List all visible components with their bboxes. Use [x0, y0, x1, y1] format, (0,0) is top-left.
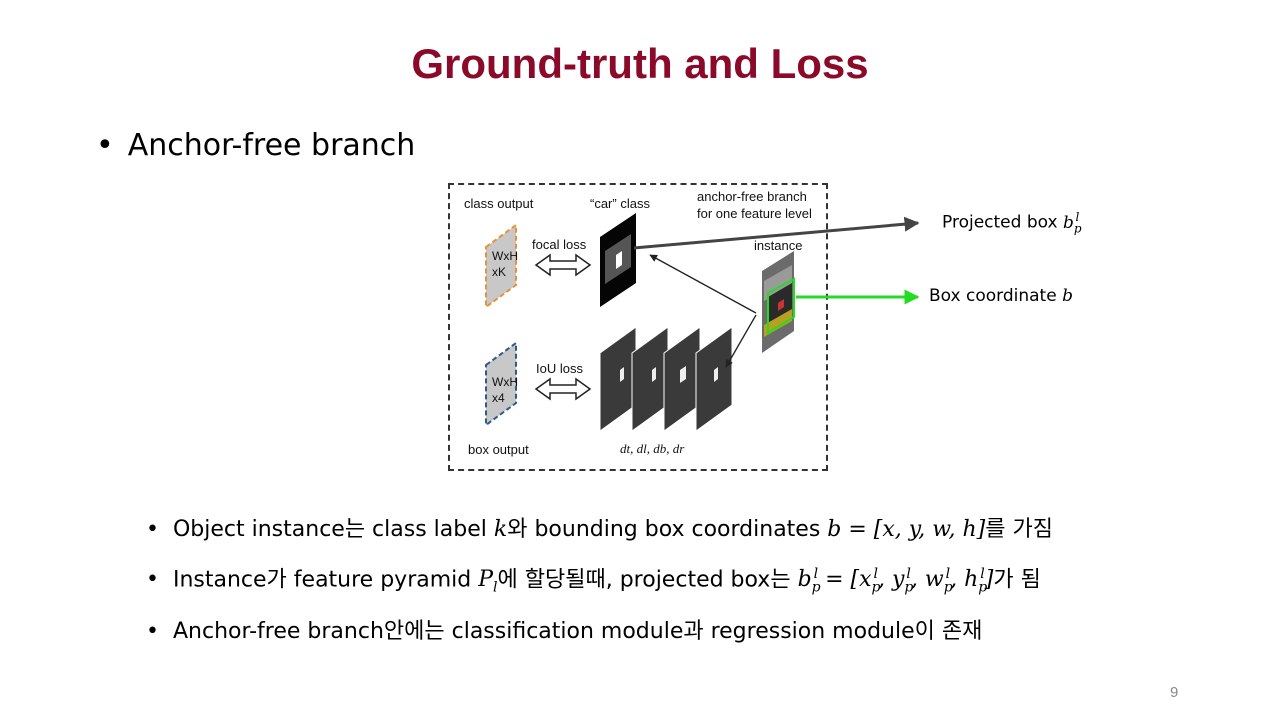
instance-label: instance	[754, 238, 803, 253]
projected-box-text: Projected box	[942, 212, 1058, 233]
distances-label: dt, dl, db, dr	[620, 441, 685, 456]
sub-bullet-1-math-b: b = [x, y, w, h]	[827, 517, 986, 542]
sub-bullet-2: • Instance가 feature pyramid Pl에 할당될때, pro…	[146, 552, 1246, 610]
wxh-k-line2: xK	[492, 265, 507, 279]
bullet-dot: •	[96, 128, 114, 163]
sub-bullet-1-text-c: 를 가짐	[985, 517, 1053, 542]
slide-title: Ground-truth and Loss	[411, 40, 869, 87]
anchor-free-branch-figure: class output “car” class anchor-free bra…	[448, 183, 828, 471]
sub-bullet-2-text-b: 에 할당될때, projected box는	[497, 567, 798, 593]
page-number: 9	[1170, 684, 1179, 701]
box-coordinate-text: Box coordinate	[929, 286, 1057, 306]
sub-bullet-2-text-c: 가 됨	[993, 567, 1041, 593]
wxh-k-line1: WxH	[492, 249, 518, 263]
branch-label-line1: anchor-free branch	[697, 189, 807, 204]
box-output-label: box output	[468, 442, 529, 457]
main-bullet: • Anchor-free branch	[96, 128, 415, 163]
instance-image	[762, 251, 795, 353]
figure-graphics	[485, 213, 795, 432]
wxh-4-line1: WxH	[492, 375, 518, 389]
sub-bullet-3: • Anchor-free branch안에는 classification mo…	[146, 610, 1246, 654]
projected-box-arrow	[633, 216, 920, 250]
iou-loss-arrow	[534, 377, 592, 401]
sub-bullet-2-math-bpl: bpl = [xpl, ypl, wpl, hpl]	[797, 566, 994, 596]
instance-to-distance-arrow	[725, 314, 757, 368]
instance-to-class-arrow	[649, 254, 757, 314]
main-bullet-text: Anchor-free branch	[127, 128, 416, 163]
focal-loss-arrow	[534, 253, 592, 277]
sub-bullet-1: • Object instance는 class label k와 boundin…	[146, 508, 1246, 552]
sub-bullet-2-text-a: Instance가 feature pyramid	[172, 567, 479, 593]
projected-box-math: bpl	[1062, 210, 1082, 236]
distance-maps	[599, 326, 733, 432]
bullet-dot: •	[146, 517, 159, 542]
sub-bullet-2-math-p: Pl	[478, 567, 498, 596]
sub-bullet-1-text-a: Object instance는 class label	[172, 517, 494, 542]
projected-box-label: Projected box bpl	[942, 210, 1082, 236]
wxh-4-line2: x4	[492, 391, 505, 405]
car-class-label: “car” class	[590, 196, 650, 211]
sub-bullet-1-text-b: 와 bounding box coordinates	[507, 517, 828, 542]
iou-loss-label: IoU loss	[536, 361, 583, 376]
class-output-label: class output	[464, 196, 534, 211]
box-coordinate-math: b	[1062, 286, 1073, 306]
car-class-center	[616, 251, 622, 269]
box-coordinate-label: Box coordinate b	[929, 286, 1073, 306]
bullet-dot: •	[146, 618, 159, 644]
box-output-plane	[485, 341, 517, 427]
focal-loss-label: focal loss	[532, 237, 587, 252]
class-output-plane	[485, 223, 517, 309]
bullet-dot: •	[146, 567, 159, 593]
branch-label-line2: for one feature level	[697, 206, 812, 221]
sub-bullet-list: • Object instance는 class label k와 boundin…	[146, 508, 1246, 654]
sub-bullet-3-text: Anchor-free branch안에는 classification mod…	[172, 618, 983, 644]
sub-bullet-1-math-k: k	[493, 517, 508, 542]
